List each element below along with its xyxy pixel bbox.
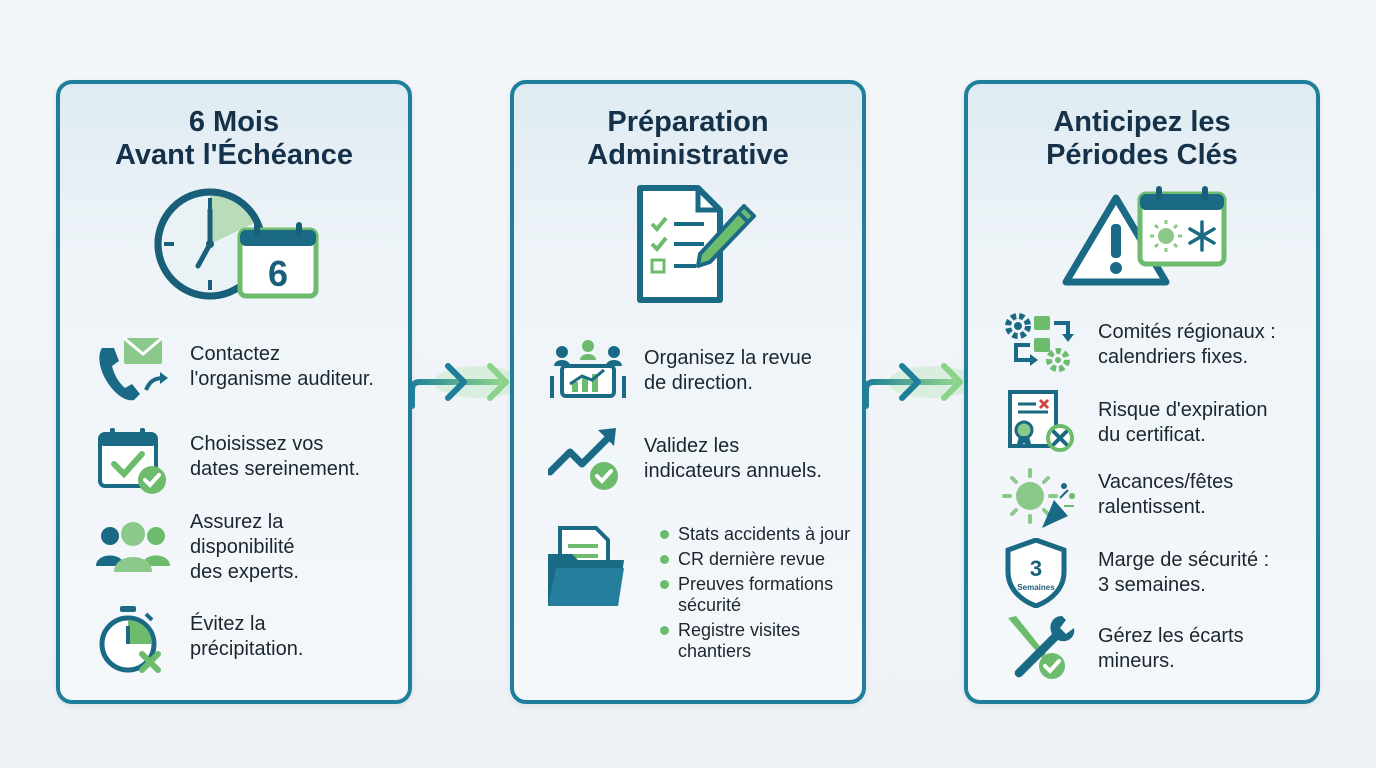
list-item: Preuves formations sécurité: [660, 574, 850, 616]
list-item: Gérez les écarts mineurs.: [968, 614, 1316, 684]
panel-key-periods: Anticipez les Périodes Clés: [964, 80, 1320, 704]
item-text: Vacances/fêtes ralentissent.: [1098, 471, 1234, 518]
bullet-list: Stats accidents à jour CR dernière revue…: [660, 524, 850, 666]
item-text: Risque d'expiration du certificat.: [1098, 399, 1268, 446]
certificate-cross-icon: [1002, 388, 1082, 458]
meeting-chart-icon: [548, 336, 628, 406]
list-item: Registre visites chantiers: [660, 620, 850, 662]
list-item: Risque d'expiration du certificat.: [968, 388, 1316, 458]
gears-flow-icon: [1002, 310, 1082, 380]
tools-check-icon: [1002, 614, 1082, 684]
list-item: Organisez la revue de direction.: [514, 336, 862, 406]
item-text: Choisissez vos dates sereinement.: [190, 433, 361, 480]
calendar-number: 6: [268, 253, 288, 294]
list-item: 3 Semaines Marge de sécurité : 3 semaine…: [968, 537, 1316, 609]
calendar-check-icon: [94, 426, 174, 496]
hero-illustration: [968, 184, 1316, 304]
trend-check-icon: [546, 424, 628, 494]
sun-party-icon: [1002, 464, 1082, 534]
item-text: Organisez la revue de direction.: [644, 347, 812, 394]
hero-illustration: 6: [60, 184, 408, 304]
list-item: Évitez la précipitation.: [60, 606, 408, 676]
item-text: Assurez la disponibilité des experts.: [190, 511, 299, 583]
shield-number: 3: [1030, 556, 1042, 581]
list-item: Choisissez vos dates sereinement.: [60, 426, 408, 496]
hero-illustration: [514, 184, 862, 304]
panel-six-months: 6 Mois Avant l'Échéance 6: [56, 80, 412, 704]
panel-administrative: Préparation Administrative: [510, 80, 866, 704]
item-text: Validez les indicateurs annuels.: [644, 435, 822, 482]
panel-title: Préparation Administrative: [587, 106, 789, 171]
shield-weeks-icon: 3 Semaines: [1002, 537, 1082, 609]
item-text: Marge de sécurité : 3 semaines.: [1098, 549, 1270, 596]
folder-document-icon: [548, 526, 624, 606]
list-item: Validez les indicateurs annuels.: [514, 424, 862, 494]
list-item: Assurez la disponibilité des experts.: [60, 511, 408, 584]
checklist-pen-icon: [637, 185, 756, 303]
list-item: Contactez l'organisme auditeur.: [60, 336, 408, 406]
panel-title: Anticipez les Périodes Clés: [1046, 106, 1238, 171]
list-item: CR dernière revue: [660, 549, 850, 570]
panel-title: 6 Mois Avant l'Échéance: [115, 106, 353, 171]
list-item: Comités régionaux : calendriers fixes.: [968, 310, 1316, 380]
item-text: Contactez l'organisme auditeur.: [190, 343, 374, 390]
arrow-right-icon: [863, 363, 976, 409]
shield-label: Semaines: [1017, 583, 1055, 592]
item-text: Gérez les écarts mineurs.: [1098, 625, 1244, 672]
calendar-icon: 6: [237, 222, 319, 299]
stopwatch-cross-icon: [94, 606, 174, 676]
phone-mail-icon: [94, 336, 174, 406]
item-text: Évitez la précipitation.: [190, 613, 304, 660]
item-text: Comités régionaux : calendriers fixes.: [1098, 321, 1276, 368]
list-item: Stats accidents à jour: [660, 524, 850, 545]
season-calendar-icon: [1137, 186, 1227, 267]
people-icon: [94, 514, 174, 584]
list-item: Vacances/fêtes ralentissent.: [968, 464, 1316, 534]
arrow-right-icon: [409, 363, 522, 409]
